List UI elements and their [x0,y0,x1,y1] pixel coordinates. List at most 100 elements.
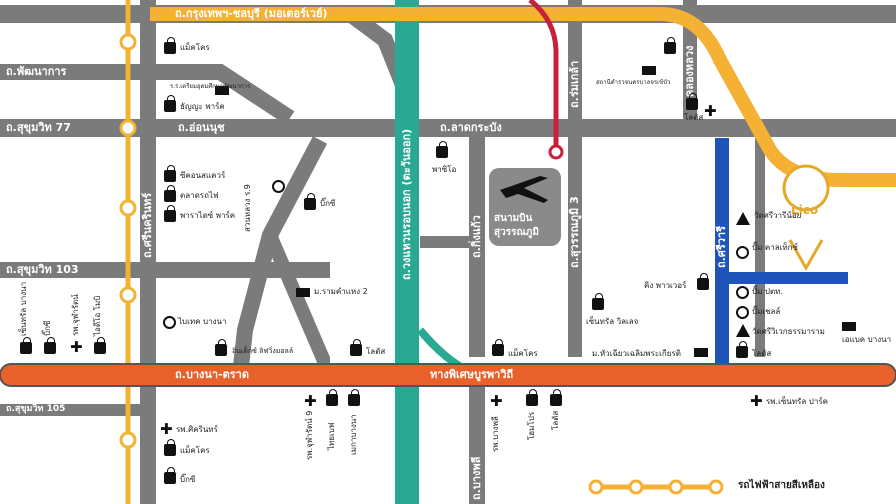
poi-bitec: ไบเทค บางนา [178,317,227,326]
shopping-bag-icon [592,293,604,310]
poi-police-station: สถานีตำรวจนครบาลจรเข้บัว [596,79,671,86]
poi-paseo: พาซิโอ [432,165,457,174]
hospital-cross-icon: ✚ [704,102,717,120]
poi-seacon: ซีคอนสแควร์ [180,171,226,180]
shopping-bag-icon [164,467,176,484]
poi-ideo-mobi: ไอดีโอ โมบิ [93,295,102,336]
poi-hospital-chularat: รพ.จุฬารัตน์ [71,294,80,336]
hospital-cross-icon: ✚ [304,392,317,410]
gas-station-ring-icon [736,246,749,259]
poi-lotus-right: โลตัส [752,349,772,358]
road-label-sukhumvit77: ถ.สุขุมวิท 77 [6,121,71,134]
shopping-bag-icon [20,337,32,354]
poi-pump-ptt: ปั๊ม ปตท. [752,287,783,296]
road-label-bangna-trat: ถ.บางนา-ตราด [175,368,250,381]
poi-bigc-mid: บิ๊กซี [320,199,336,208]
poi-ramkhamhaeng2: ม.รามคำแหง 2 [314,287,368,296]
road-chaloem [232,136,328,376]
road-label-motorway: ถ.กรุงเทพฯ-ชลบุรี (มอเตอร์เวย์) [175,7,328,20]
poi-pump-caltex: ปั๊ม คาลเท็กซ์ [752,243,798,252]
expressway [395,0,472,504]
poi-makro-top: แม็คโคร [180,43,210,52]
poi-train-market: ตลาดรถไฟ [180,191,219,200]
road-chaloem-lower [263,232,337,378]
shopping-bag-icon [492,339,504,356]
poi-hosp-central-park: รพ.เซ็นทรัล ปาร์ค [766,397,828,406]
shopping-bag-icon [94,337,106,354]
airport-box [489,168,561,246]
shopping-bag-icon [736,341,748,358]
airport-label-1: สนามบิน [494,213,533,224]
poi-central-village: เซ็นทรัล วิลเลจ [586,317,639,326]
school-icon [215,86,229,95]
poi-school: ร.ร.เตรียมอุดมศึกษาพัฒนาการ [170,83,251,90]
poi-bigc-left: บิ๊กซี [43,320,52,336]
poi-wat-si-wan: วัดศรีวิเวกธรรมาราม [752,327,825,336]
hospital-cross-icon: ✚ [160,420,173,438]
shopping-bag-icon [164,205,176,222]
road-label-latkrabang: ถ.ลาดกระบัง [440,121,502,134]
shopping-bag-icon [686,93,698,110]
shopping-bag-icon [215,339,227,356]
airport-label-2: สุวรรณภูมิ [494,227,539,238]
poi-homepro: โฮมโปร [527,411,536,440]
poi-paradise: พาราไดซ์ พาร์ค [180,211,236,220]
shopping-bag-icon [664,37,676,54]
school-icon [296,288,310,297]
project-pin [782,164,830,272]
poi-index-living: อินเด็กซ์ ลิฟวิ่งมอลล์ [232,347,294,355]
shopping-bag-icon [326,389,338,406]
blue-road [715,138,848,375]
road-label-outer-ring: ถ.วงแหวนรอบนอก (ตะวันออก) [400,128,413,280]
poi-central-bangna: เซ็นทรัล บางนา [19,281,28,336]
shopping-bag-icon [526,389,538,406]
poi-king-power: คิง พาวเวอร์ [644,281,687,290]
poi-hua-chiew: ม.หัวเฉียวเฉลิมพระเกียรติ [592,349,681,358]
poi-hosp-bangphli: รพ.บางพลี [491,416,500,452]
hospital-cross-icon: ✚ [490,392,503,410]
poi-thanya: ธัญญะ พาร์ค [180,102,225,111]
poi-paeng: ไทยเบฟ [327,422,336,450]
poi-bigc-lower: บิ๊กซี [180,475,196,484]
red-line [528,0,564,160]
police-station-icon [642,66,656,75]
shopping-bag-icon [697,273,709,290]
landmark-ring-icon [163,316,176,329]
shopping-bag-icon [550,389,562,406]
bangna-trat [0,363,896,387]
poi-wat-si-wari: วัดศรีวารีน้อย [754,211,802,220]
poi-makro-lower: แม็คโคร [180,446,210,455]
poi-abac: เอแบค บางนา [842,335,892,344]
shopping-bag-icon [44,337,56,354]
shopping-bag-icon [164,37,176,54]
project-logo: Lico [791,203,819,217]
shopping-bag-icon [164,165,176,182]
poi-suan-luang: สวนหลวง ร.9 [243,184,252,232]
road-label-phatthanakan: ถ.พัฒนาการ [6,65,67,78]
hospital-cross-icon: ✚ [70,338,83,356]
poi-hosp-srinakarin: รพ.ศิครินทร์ [176,425,218,434]
poi-hosp-chularat9: รพ.จุฬารัตน์ 9 [305,410,314,460]
road-phatthanakan-diag [130,64,295,125]
shopping-bag-icon [164,95,176,112]
poi-lotus-mega: โลตัส [551,410,560,430]
road-label-romklao: ถ.ร่มเกล้า [568,60,581,108]
legend-yellow-line: รถไฟฟ้าสายสีเหลือง [738,480,825,491]
road-label-kingkaeo: ถ.กิ่งแก้ว [470,215,483,258]
road-label-suvarnabhumi3: ถ.สุวรรณภูมิ 3 [568,196,581,268]
poi-lotus-top: โลตัส [684,113,704,122]
road-label-sukhumvit105: ถ.สุขุมวิท 105 [6,404,66,414]
road-label-onnut: ถ.อ่อนนุช [178,121,225,134]
hospital-cross-icon: ✚ [750,392,763,410]
temple-icon [736,212,750,225]
shopping-bag-icon [304,193,316,210]
road-label-srinakarin: ถ.ศรีนครินทร์ [141,192,154,258]
yellow-line [125,0,896,504]
shopping-bag-icon [350,339,362,356]
park-ring-icon [272,180,285,193]
poi-pump-shell: ปั๊มเชลล์ [752,307,781,316]
poi-makro-center: แม็คโคร [508,349,538,358]
